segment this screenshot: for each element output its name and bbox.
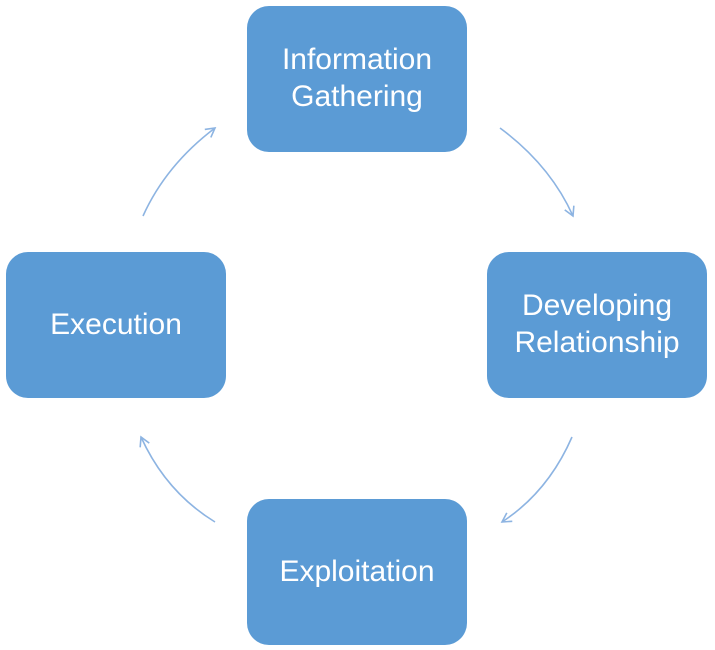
node-execution: Execution xyxy=(6,252,226,398)
node-label: Exploitation xyxy=(279,554,435,588)
arrow-information-to-developing xyxy=(499,127,575,218)
arrow-exploitation-to-execution xyxy=(139,435,216,523)
arrow-developing-to-exploitation xyxy=(500,436,573,523)
node-exploitation: Exploitation xyxy=(247,499,467,645)
node-label: Developing Relationship xyxy=(514,289,680,359)
node-label: Execution xyxy=(50,307,182,341)
arrow-execution-to-information xyxy=(142,127,217,217)
node-information-gathering: Information Gathering xyxy=(247,6,467,152)
node-developing-relationship: Developing Relationship xyxy=(487,252,707,398)
node-label: Information Gathering xyxy=(281,43,433,113)
